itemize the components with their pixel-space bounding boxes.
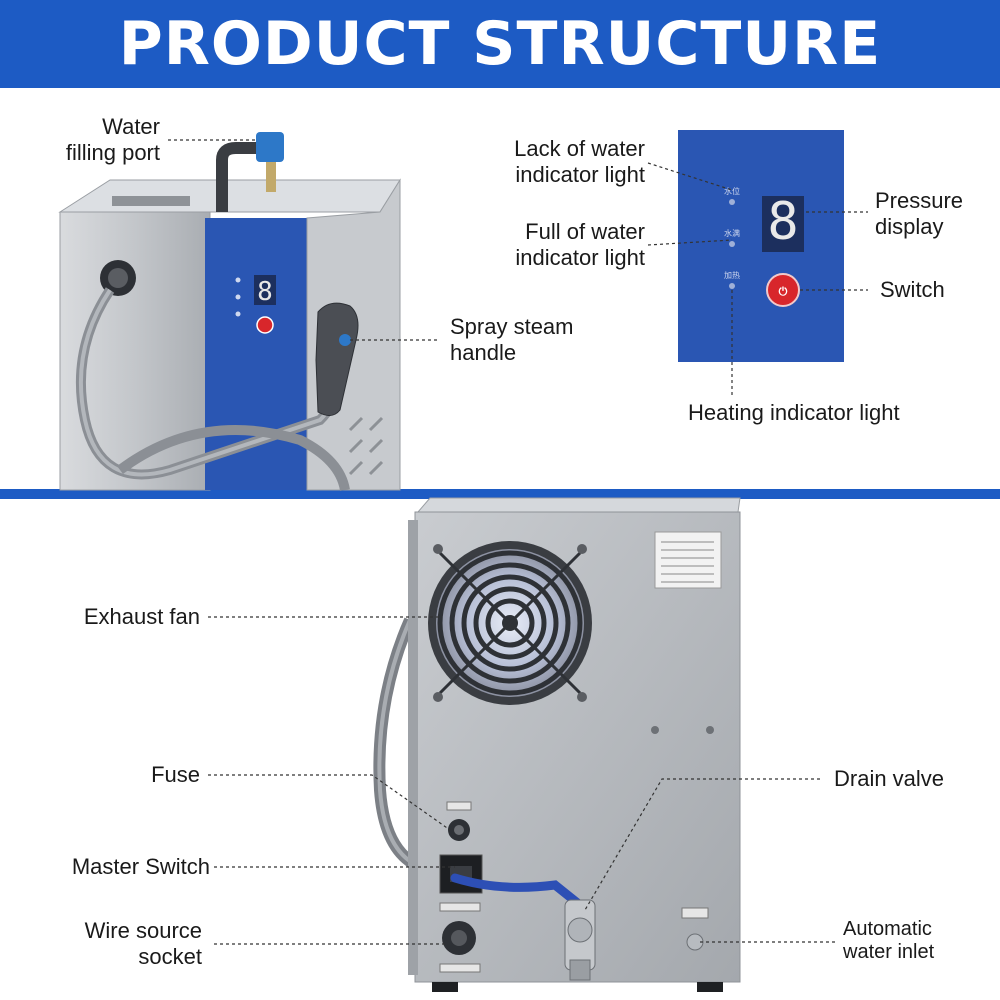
switch-button-icon xyxy=(766,273,800,307)
svg-text:加热: 加热 xyxy=(724,270,740,280)
label-line: indicator light xyxy=(515,245,645,270)
label-line: Spray steam xyxy=(450,314,574,339)
label-fuse: Fuse xyxy=(151,762,200,787)
power-button-icon xyxy=(256,316,274,334)
label-line: display xyxy=(875,214,944,239)
seven-segment-display-icon xyxy=(762,196,804,252)
label-line: indicator light xyxy=(515,162,645,187)
label-line: Water xyxy=(102,114,160,139)
label-line: Full of water xyxy=(525,219,645,244)
lack-water-light-icon xyxy=(729,199,735,205)
label-line: Lack of water xyxy=(514,136,645,161)
fan-icon xyxy=(428,541,592,705)
label-master-switch: Master Switch xyxy=(71,854,210,879)
leader-lines xyxy=(168,139,868,945)
label-exhaust-fan: Exhaust fan xyxy=(83,604,200,629)
full-water-light-icon xyxy=(729,241,735,247)
label-wire-source-socket: Wire source socket xyxy=(20,918,202,970)
label-automatic-water-inlet: Automatic water inlet xyxy=(843,918,973,964)
steam-cleaner-front-view: 8 xyxy=(58,132,401,492)
steam-cleaner-back-view xyxy=(373,497,741,992)
label-lack-of-water: Lack of water indicator light xyxy=(470,136,645,188)
label-line: handle xyxy=(450,340,517,365)
label-spray-steam-handle: Spray steam handle xyxy=(450,314,620,366)
top-vent xyxy=(112,196,190,206)
label-heating-indicator: Heating indicator light xyxy=(688,400,900,425)
label-line: filling port xyxy=(65,140,160,165)
pressure-display-digit: 8 xyxy=(767,192,799,252)
water-filling-port-cap xyxy=(256,132,284,162)
header-banner xyxy=(0,0,1000,88)
svg-text:水满: 水满 xyxy=(724,228,740,238)
label-water-filling-port: Water filling port xyxy=(40,114,160,166)
svg-text:⏻: ⏻ xyxy=(779,285,788,298)
label-switch: Switch xyxy=(880,277,945,302)
control-panel-closeup: 水位 水满 加热 ⏻ xyxy=(678,130,844,362)
label-line: Pressure xyxy=(875,188,964,213)
label-line: Wire source xyxy=(84,918,202,943)
page-title: PRODUCT STRUCTURE xyxy=(118,9,882,79)
svg-text:8: 8 xyxy=(257,277,273,307)
svg-text:水位: 水位 xyxy=(724,186,740,196)
section-divider xyxy=(0,489,1000,499)
label-line: water inlet xyxy=(843,941,935,963)
label-line: Automatic xyxy=(843,918,932,940)
label-pressure-display: Pressure display xyxy=(875,188,985,240)
label-line: socket xyxy=(138,944,202,969)
heating-light-icon xyxy=(729,283,735,289)
label-drain-valve: Drain valve xyxy=(834,766,945,791)
label-full-of-water: Full of water indicator light xyxy=(470,219,645,271)
